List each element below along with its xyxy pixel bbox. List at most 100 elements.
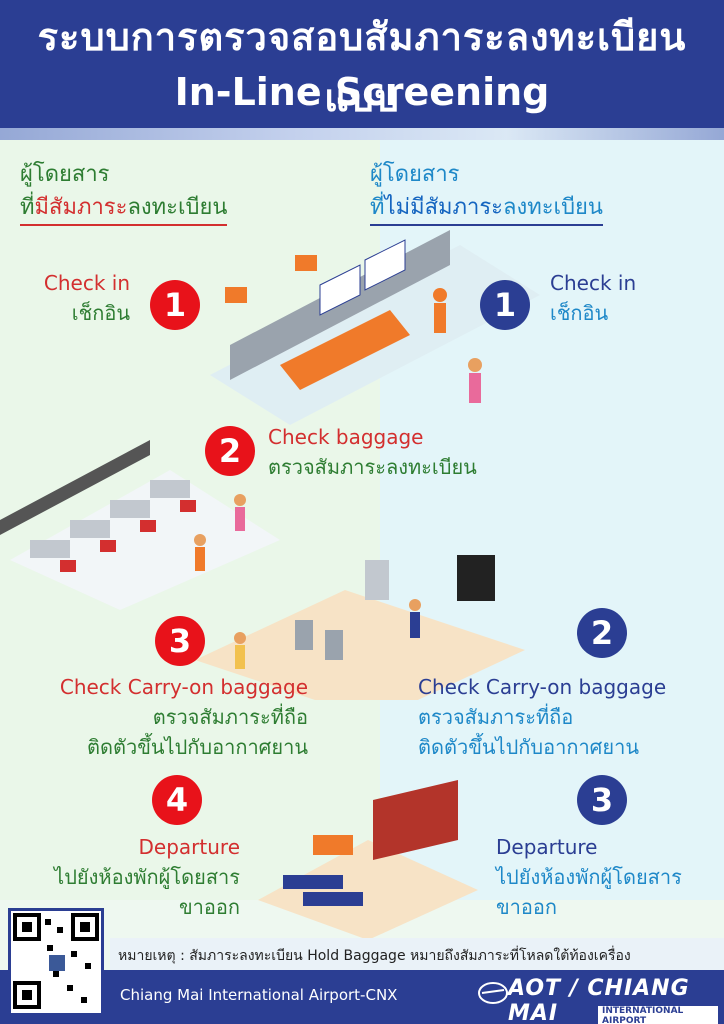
- baggage-screening-illustration: [0, 440, 280, 610]
- logo-subtitle: INTERNATIONAL AIRPORT: [598, 1006, 718, 1024]
- right-step1-english: Check in: [550, 271, 637, 295]
- checkin-counter-desk: [280, 310, 410, 390]
- left-step3-thai1: ตรวจสัมภาระที่ถือ: [152, 705, 308, 729]
- security-floor: [195, 590, 525, 700]
- counter-sign-2: [364, 239, 406, 291]
- qr-code[interactable]: [8, 908, 104, 1016]
- right-heading-suffix: ลงทะเบียน: [503, 195, 603, 220]
- right-step2-thai1: ตรวจสัมภาระที่ถือ: [418, 705, 574, 729]
- right-heading-line1: ผู้โดยสาร: [370, 162, 460, 187]
- qr-module: [71, 951, 77, 957]
- duty-free-shop: [373, 780, 458, 860]
- left-step4-english: Departure: [138, 835, 240, 859]
- bag: [60, 560, 76, 572]
- counter-badge-26: [225, 287, 247, 303]
- right-step1-badge: 1: [480, 280, 530, 330]
- xray-machine: [30, 540, 70, 558]
- qr-module: [45, 919, 51, 925]
- header-banner: ระบบการตรวจสอบสัมภาระลงทะเบียนแบบ In-Lin…: [0, 0, 724, 128]
- metal-detector: [365, 560, 389, 600]
- bag: [140, 520, 156, 532]
- lounge-floor: [258, 840, 478, 940]
- bag: [180, 500, 196, 512]
- right-step1-thai: เช็กอิน: [550, 301, 609, 325]
- left-step4-badge: 4: [152, 775, 202, 825]
- header-stripe: [0, 128, 724, 140]
- passenger-figure: [468, 358, 482, 372]
- qr-module: [81, 997, 87, 1003]
- qr-module: [85, 963, 91, 969]
- xray-machine: [70, 520, 110, 538]
- lounge-seats: [283, 875, 343, 889]
- right-step3-badge: 3: [577, 775, 627, 825]
- left-step1-english: Check in: [43, 271, 130, 295]
- qr-finder-center: [22, 922, 32, 932]
- xray-machine: [110, 500, 150, 518]
- right-step3-thai1: ไปยังห้องพักผู้โดยสาร: [496, 865, 682, 889]
- lounge-counter: [313, 835, 353, 855]
- security-gate: [325, 630, 343, 660]
- airport-name: Chiang Mai International Airport-CNX: [120, 986, 398, 1004]
- checkin-counter-illustration: 26 27: [210, 230, 540, 425]
- passenger-body: [235, 507, 245, 531]
- left-step3-english: Check Carry-on baggage: [59, 675, 308, 699]
- bag: [100, 540, 116, 552]
- aot-chiangmai-logo: AOT / CHIANG MAI INTERNATIONAL AIRPORT: [478, 974, 718, 1024]
- qr-finder-center: [80, 922, 90, 932]
- right-step3-label: Departure ไปยังห้องพักผู้โดยสาร ขาออก: [496, 832, 682, 922]
- title-english: In-Line Screening: [174, 70, 550, 114]
- flight-board: [457, 555, 495, 601]
- qr-module: [53, 971, 59, 977]
- carryon-security-illustration: [195, 555, 525, 700]
- left-step1-label: Check in เช็กอิน: [30, 268, 130, 328]
- passenger-figure: [433, 288, 447, 302]
- qr-finder: [13, 981, 41, 1009]
- right-heading-prefix: ที่: [370, 195, 385, 220]
- aot-emblem-icon: [478, 982, 508, 1004]
- counter-sign-1: [319, 264, 361, 316]
- passenger-figure: [194, 534, 206, 546]
- qr-finder: [13, 913, 41, 941]
- left-step3-badge: 3: [155, 616, 205, 666]
- title-thai: ระบบการตรวจสอบสัมภาระลงทะเบียนแบบ: [37, 15, 687, 120]
- qr-finder-center: [22, 990, 32, 1000]
- passenger-figure: [234, 494, 246, 506]
- left-step1-badge: 1: [150, 280, 200, 330]
- passenger-body: [235, 645, 245, 669]
- right-step3-thai2: ขาออก: [496, 895, 558, 919]
- left-step4-label: Departure ไปยังห้องพักผู้โดยสาร ขาออก: [18, 832, 240, 922]
- left-step4-thai2: ขาออก: [178, 895, 240, 919]
- passenger-body: [195, 547, 205, 571]
- qr-finder: [71, 913, 99, 941]
- security-gate: [295, 620, 313, 650]
- left-heading-line2: ที่มีสัมภาระลงทะเบียน: [20, 191, 228, 226]
- left-step4-thai1: ไปยังห้องพักผู้โดยสาร: [54, 865, 240, 889]
- baggage-floor: [10, 470, 280, 610]
- logo-name: AOT / CHIANG MAI: [508, 976, 690, 1024]
- right-step2-thai2: ติดตัวขึ้นไปกับอากาศยาน: [418, 735, 639, 759]
- left-heading-line1: ผู้โดยสาร: [20, 162, 110, 187]
- left-step2-badge: 2: [205, 426, 255, 476]
- right-step2-label: Check Carry-on baggage ตรวจสัมภาระที่ถือ…: [418, 672, 666, 762]
- left-heading-emphasis: มีสัมภาระ: [34, 195, 128, 220]
- passenger-figure: [234, 632, 246, 644]
- left-column-heading: ผู้โดยสาร ที่มีสัมภาระลงทะเบียน: [20, 158, 228, 226]
- left-step2-english: Check baggage: [268, 425, 424, 449]
- right-step2-badge: 2: [577, 608, 627, 658]
- passenger-body: [434, 303, 446, 333]
- lounge-seats: [303, 892, 363, 906]
- baggage-note: หมายเหตุ : สัมภาระลงทะเบียน Hold Baggage…: [110, 938, 724, 970]
- baggage-belt-rail: [0, 440, 150, 535]
- facebook-icon: [49, 955, 65, 971]
- qr-pattern: [13, 913, 99, 1009]
- right-step2-english: Check Carry-on baggage: [418, 675, 667, 699]
- right-heading-line2: ที่ไม่มีสัมภาระลงทะเบียน: [370, 191, 603, 226]
- left-step3-label: Check Carry-on baggage ตรวจสัมภาระที่ถือ…: [18, 672, 308, 762]
- xray-machine: [150, 480, 190, 498]
- officer-figure: [409, 599, 421, 611]
- right-step1-label: Check in เช็กอิน: [550, 268, 636, 328]
- right-step3-english: Departure: [496, 835, 598, 859]
- left-heading-prefix: ที่: [20, 195, 35, 220]
- passenger-body: [469, 373, 481, 403]
- qr-module: [47, 945, 53, 951]
